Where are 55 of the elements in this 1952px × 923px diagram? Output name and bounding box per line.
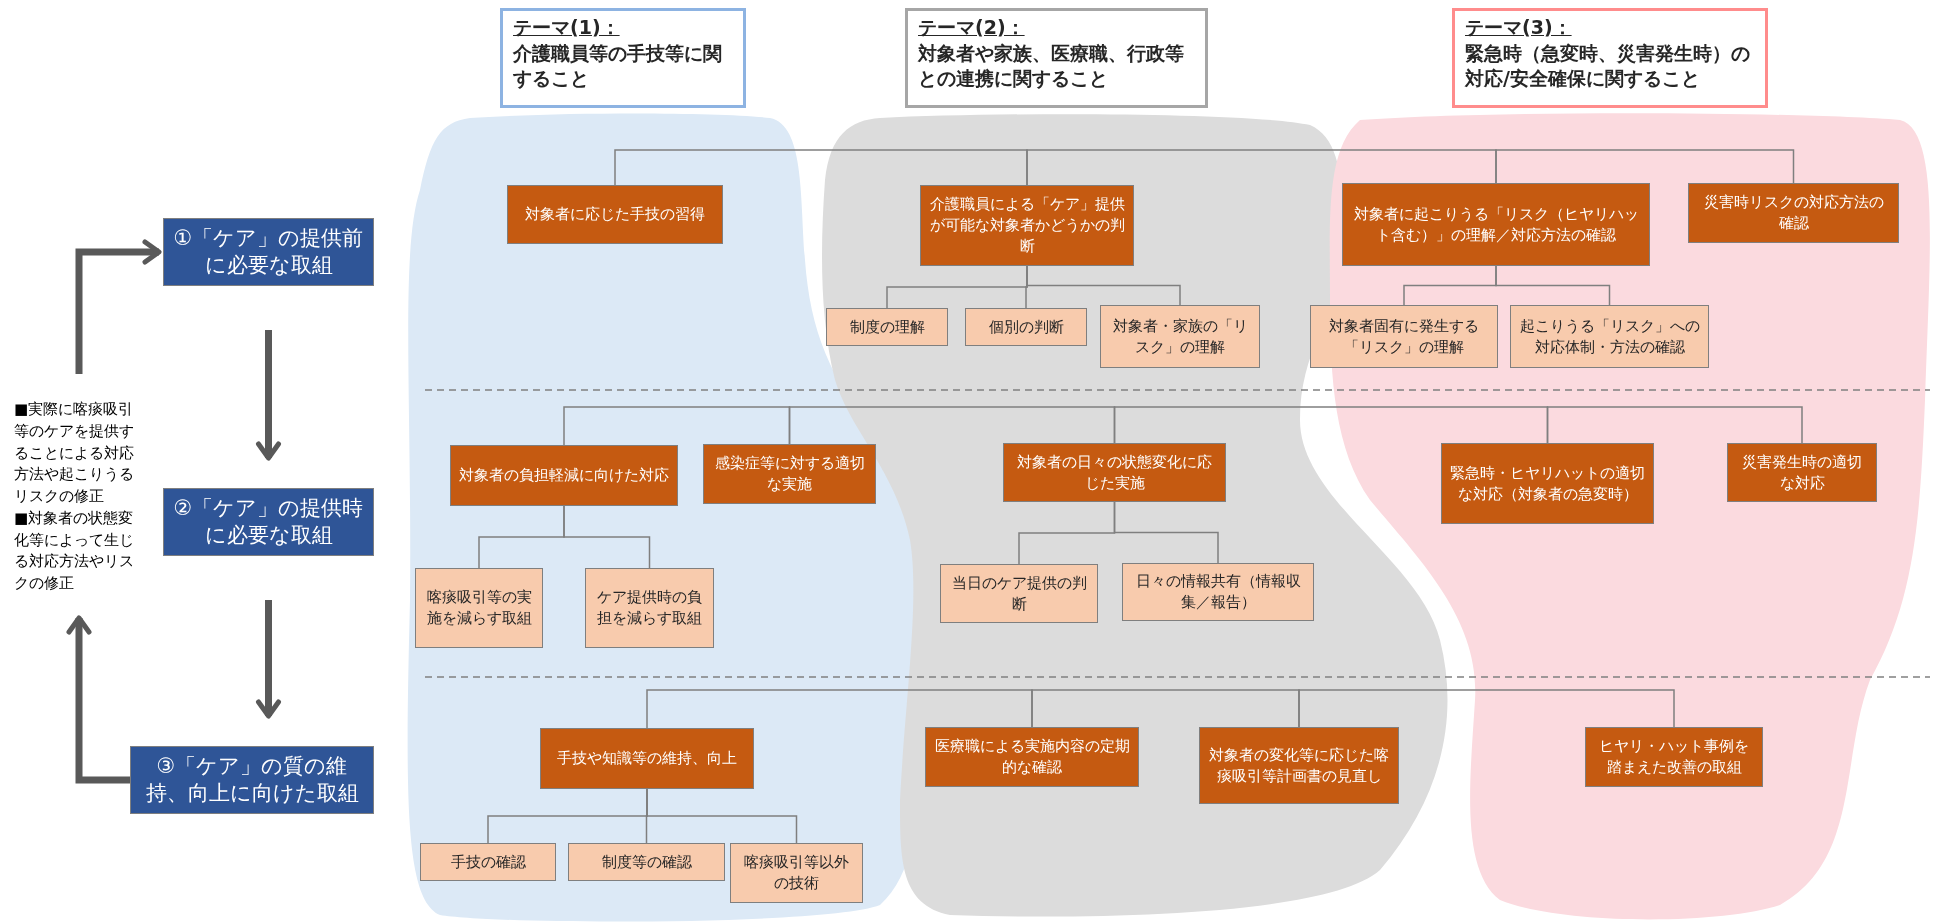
subtask-box: 喀痰吸引等以外の技術 [730, 843, 863, 903]
connector-line [614, 149, 1028, 186]
theme-box [500, 8, 746, 108]
theme-title: 緊急時（急変時、災害発生時）の対応/安全確保に関すること [1465, 40, 1751, 92]
connector-line [1113, 501, 1219, 564]
subtask-box: 制度等の確認 [568, 843, 725, 881]
connector-line [1298, 689, 1675, 728]
process-box: 対象者の日々の状態変化に応じた実施 [1003, 443, 1226, 502]
process-box: 感染症等に対する適切な実施 [703, 444, 876, 504]
process-box: 緊急時・ヒヤリハットの適切な対応（対象者の急変時） [1441, 443, 1654, 524]
connector-line [646, 788, 798, 844]
connector-line [563, 505, 651, 569]
process-box: 手技や知識等の維持、向上 [540, 728, 754, 789]
process-box: 災害時リスクの対応方法の確認 [1688, 183, 1899, 243]
theme-title: 対象者や家族、医療職、行政等との連携に関すること [918, 40, 1185, 92]
subtask-box: 対象者・家族の「リスク」の理解 [1100, 305, 1260, 368]
connector-line [788, 406, 1116, 445]
subtask-box: ケア提供時の負担を減らす取組 [585, 568, 714, 648]
connector-line [1495, 265, 1611, 306]
theme-number: テーマ(1)： [513, 15, 620, 40]
note-text: ■対象者の状態変化等によって生じる対応方法やリスクの修正 [14, 507, 135, 595]
subtask-box: 個別の判断 [965, 308, 1087, 346]
connector-line [1031, 689, 1300, 728]
theme-number: テーマ(3)： [1465, 15, 1572, 40]
connector-line [1546, 406, 1803, 444]
theme-title: 介護職員等の手技等に関すること [513, 40, 723, 92]
subtask-box: 制度の理解 [826, 308, 948, 346]
connector-line [1113, 406, 1549, 444]
theme-number: テーマ(2)： [918, 15, 1025, 40]
theme-box [905, 8, 1208, 108]
step-box: ①「ケア」の提供前に必要な取組 [163, 218, 374, 286]
subtask-box: 喀痰吸引等の実施を減らす取組 [415, 568, 543, 648]
theme-box [1452, 8, 1768, 108]
process-box: 対象者の変化等に応じた喀痰吸引等計画書の見直し [1199, 727, 1399, 804]
connector-line [1026, 149, 1497, 186]
process-box: 介護職員による「ケア」提供が可能な対象者かどうかの判断 [920, 185, 1134, 266]
note-text: ■実際に喀痰吸引等のケアを提供することによる対応方法や起こりうるリスクの修正 [14, 399, 135, 508]
connector-line [1026, 265, 1181, 306]
connector-line [563, 406, 791, 446]
step-box: ③「ケア」の質の維持、向上に向けた取組 [130, 746, 374, 814]
subtask-box: 対象者固有に発生する「リスク」の理解 [1310, 305, 1498, 368]
subtask-box: 手技の確認 [420, 843, 556, 881]
step-box: ②「ケア」の提供時に必要な取組 [163, 488, 374, 556]
arrow [66, 615, 130, 784]
subtask-box: 日々の情報共有（情報収集／報告） [1122, 563, 1314, 621]
process-box: ヒヤリ・ハット事例を踏まえた改善の取組 [1585, 727, 1763, 787]
process-box: 災害発生時の適切な対応 [1727, 443, 1877, 502]
connector-line [1495, 149, 1795, 184]
process-box: 医療職による実施内容の定期的な確認 [925, 727, 1139, 787]
subtask-box: 当日のケア提供の判断 [940, 564, 1098, 623]
process-box: 対象者に応じた手技の習得 [507, 185, 723, 244]
subtask-box: 起こりうる「リスク」への対応体制・方法の確認 [1510, 305, 1709, 368]
process-box: 対象者の負担軽減に向けた対応 [450, 445, 678, 506]
connector-line [646, 689, 1033, 729]
process-box: 対象者に起こりうる「リスク（ヒヤリハット含む）」の理解／対応方法の確認 [1342, 183, 1650, 266]
